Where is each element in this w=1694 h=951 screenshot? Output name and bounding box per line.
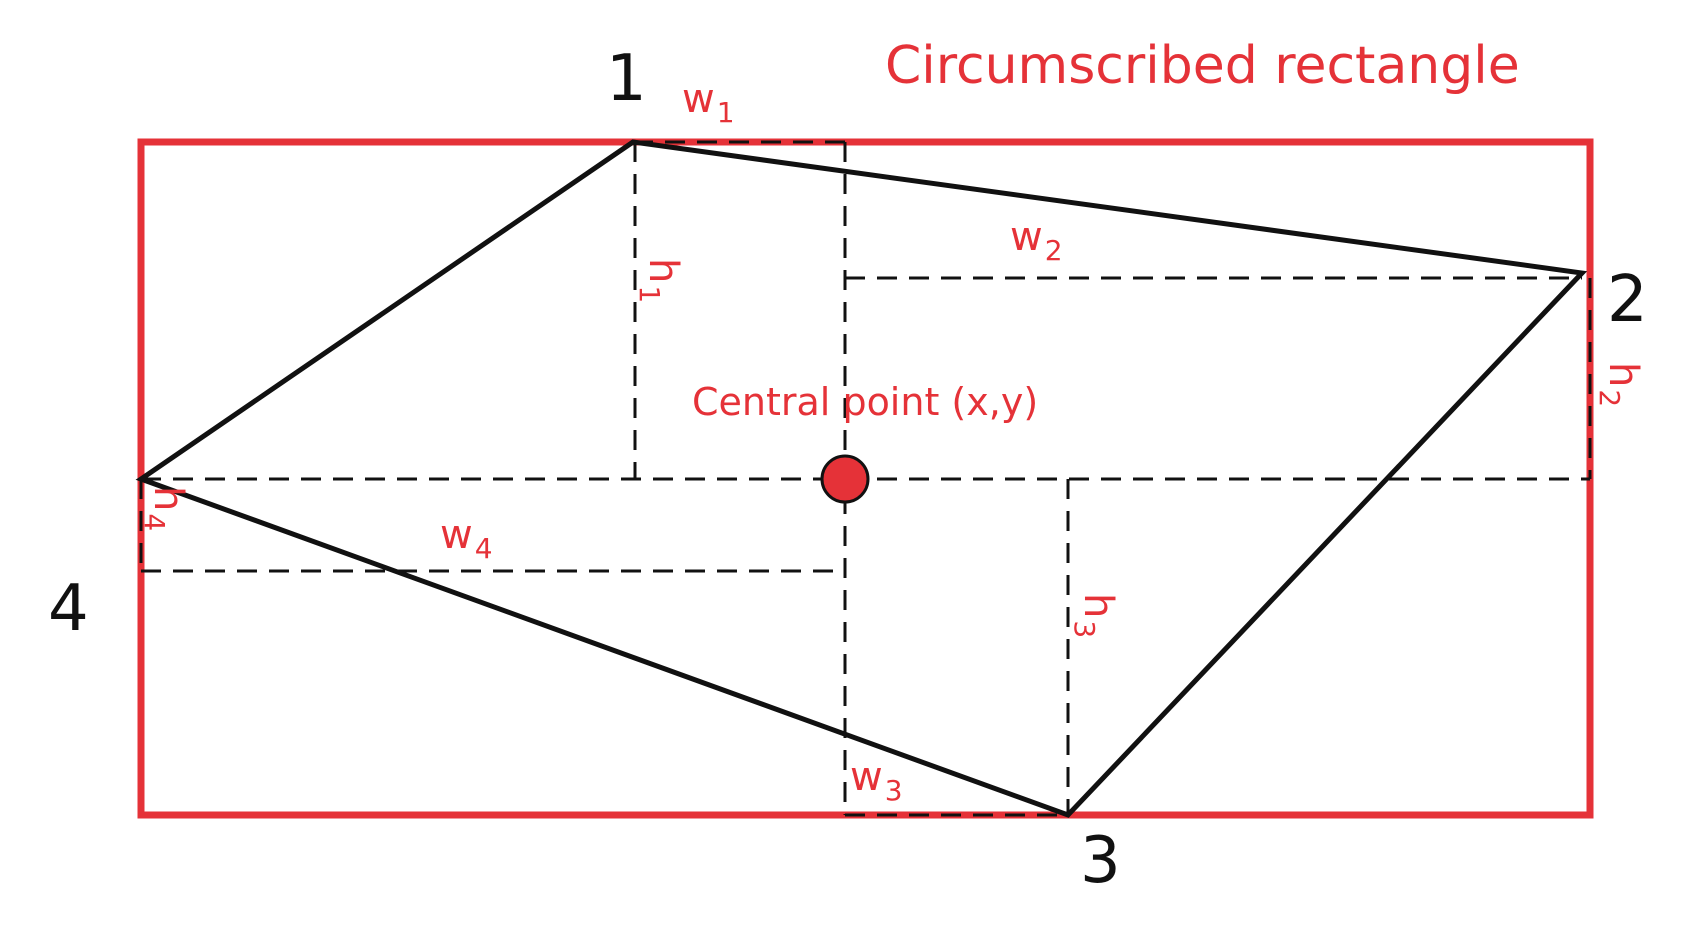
vertex-4-label: 4 <box>48 572 89 646</box>
dashed-lines <box>139 140 1592 817</box>
h4-label: h4 <box>138 486 191 531</box>
h3-label: h3 <box>1068 593 1121 638</box>
central-point-label: Central point (x,y) <box>692 380 1038 424</box>
vertex-2-label: 2 <box>1607 263 1648 337</box>
diagram-title: Circumscribed rectangle <box>885 36 1520 96</box>
w1-label: w1 <box>682 76 735 129</box>
central-point-marker <box>820 454 870 504</box>
vertex-1-label: 1 <box>606 42 647 116</box>
vertex-3-label: 3 <box>1080 824 1121 898</box>
w3-label: w3 <box>850 754 903 807</box>
h1-label: h1 <box>633 258 686 303</box>
h2-label: h2 <box>1593 362 1646 407</box>
w4-label: w4 <box>440 512 493 565</box>
quadrilateral <box>135 139 1588 818</box>
w2-label: w2 <box>1010 214 1063 267</box>
